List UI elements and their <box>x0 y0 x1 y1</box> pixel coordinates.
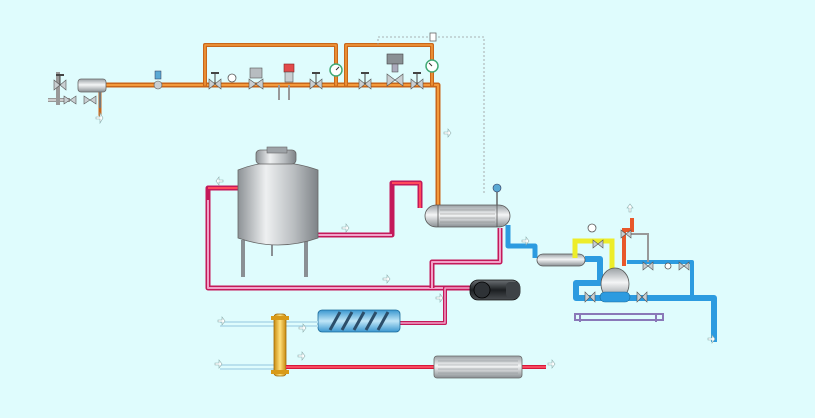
pressure-gauge-2-icon <box>329 63 343 77</box>
inlet-valve-3-icon <box>83 95 97 105</box>
flow-arrow-icon <box>435 293 444 303</box>
gate-valve-4-icon <box>410 72 424 90</box>
flow-arrow-icon <box>626 203 634 213</box>
circulation-pump-icon <box>469 279 521 301</box>
storage-tank-icon <box>237 146 319 277</box>
steam-inlet-assembly <box>48 72 107 108</box>
control-valve-icon <box>386 53 404 87</box>
spiral-heater-icon <box>317 309 401 333</box>
steam-valves <box>153 53 439 100</box>
flash-tank-icon <box>536 253 586 267</box>
flow-arrow-icon <box>298 323 307 333</box>
finned-heater-icon <box>433 355 523 379</box>
pressure-gauge-3-icon <box>425 59 439 73</box>
flow-arrow-icon <box>95 111 104 125</box>
inlet-valve-2-icon <box>63 95 77 105</box>
inlet-valve-1-icon <box>53 74 67 91</box>
flow-arrow-icon <box>341 223 350 233</box>
flow-arrow-icon <box>547 359 556 369</box>
pressure-gauge-1-icon <box>227 73 237 83</box>
gate-valve-3-icon <box>358 72 372 90</box>
flow-transmitter-icon <box>153 70 163 90</box>
flow-arrows <box>95 111 716 369</box>
flow-arrow-icon <box>443 128 452 138</box>
flow-arrow-icon <box>217 316 226 326</box>
signal-box <box>429 32 437 42</box>
condensate-pump-icon <box>574 223 690 322</box>
shell-tube-exchanger-icon <box>424 204 511 228</box>
distributor-header-icon <box>220 313 318 377</box>
strainer-icon <box>77 78 107 93</box>
flow-arrow-icon <box>214 359 223 369</box>
flow-arrow-icon <box>297 351 306 361</box>
temperature-transmitter-icon <box>492 183 502 205</box>
pressure-reducing-valve-icon <box>248 67 264 90</box>
gate-valve-2-icon <box>309 72 323 90</box>
flow-arrow-icon <box>215 176 224 186</box>
flow-arrow-icon <box>521 236 530 246</box>
flow-arrow-icon <box>707 334 716 344</box>
flow-arrow-icon <box>382 274 391 284</box>
safety-valve-icon <box>283 63 295 83</box>
gate-valve-1-icon <box>208 72 222 90</box>
